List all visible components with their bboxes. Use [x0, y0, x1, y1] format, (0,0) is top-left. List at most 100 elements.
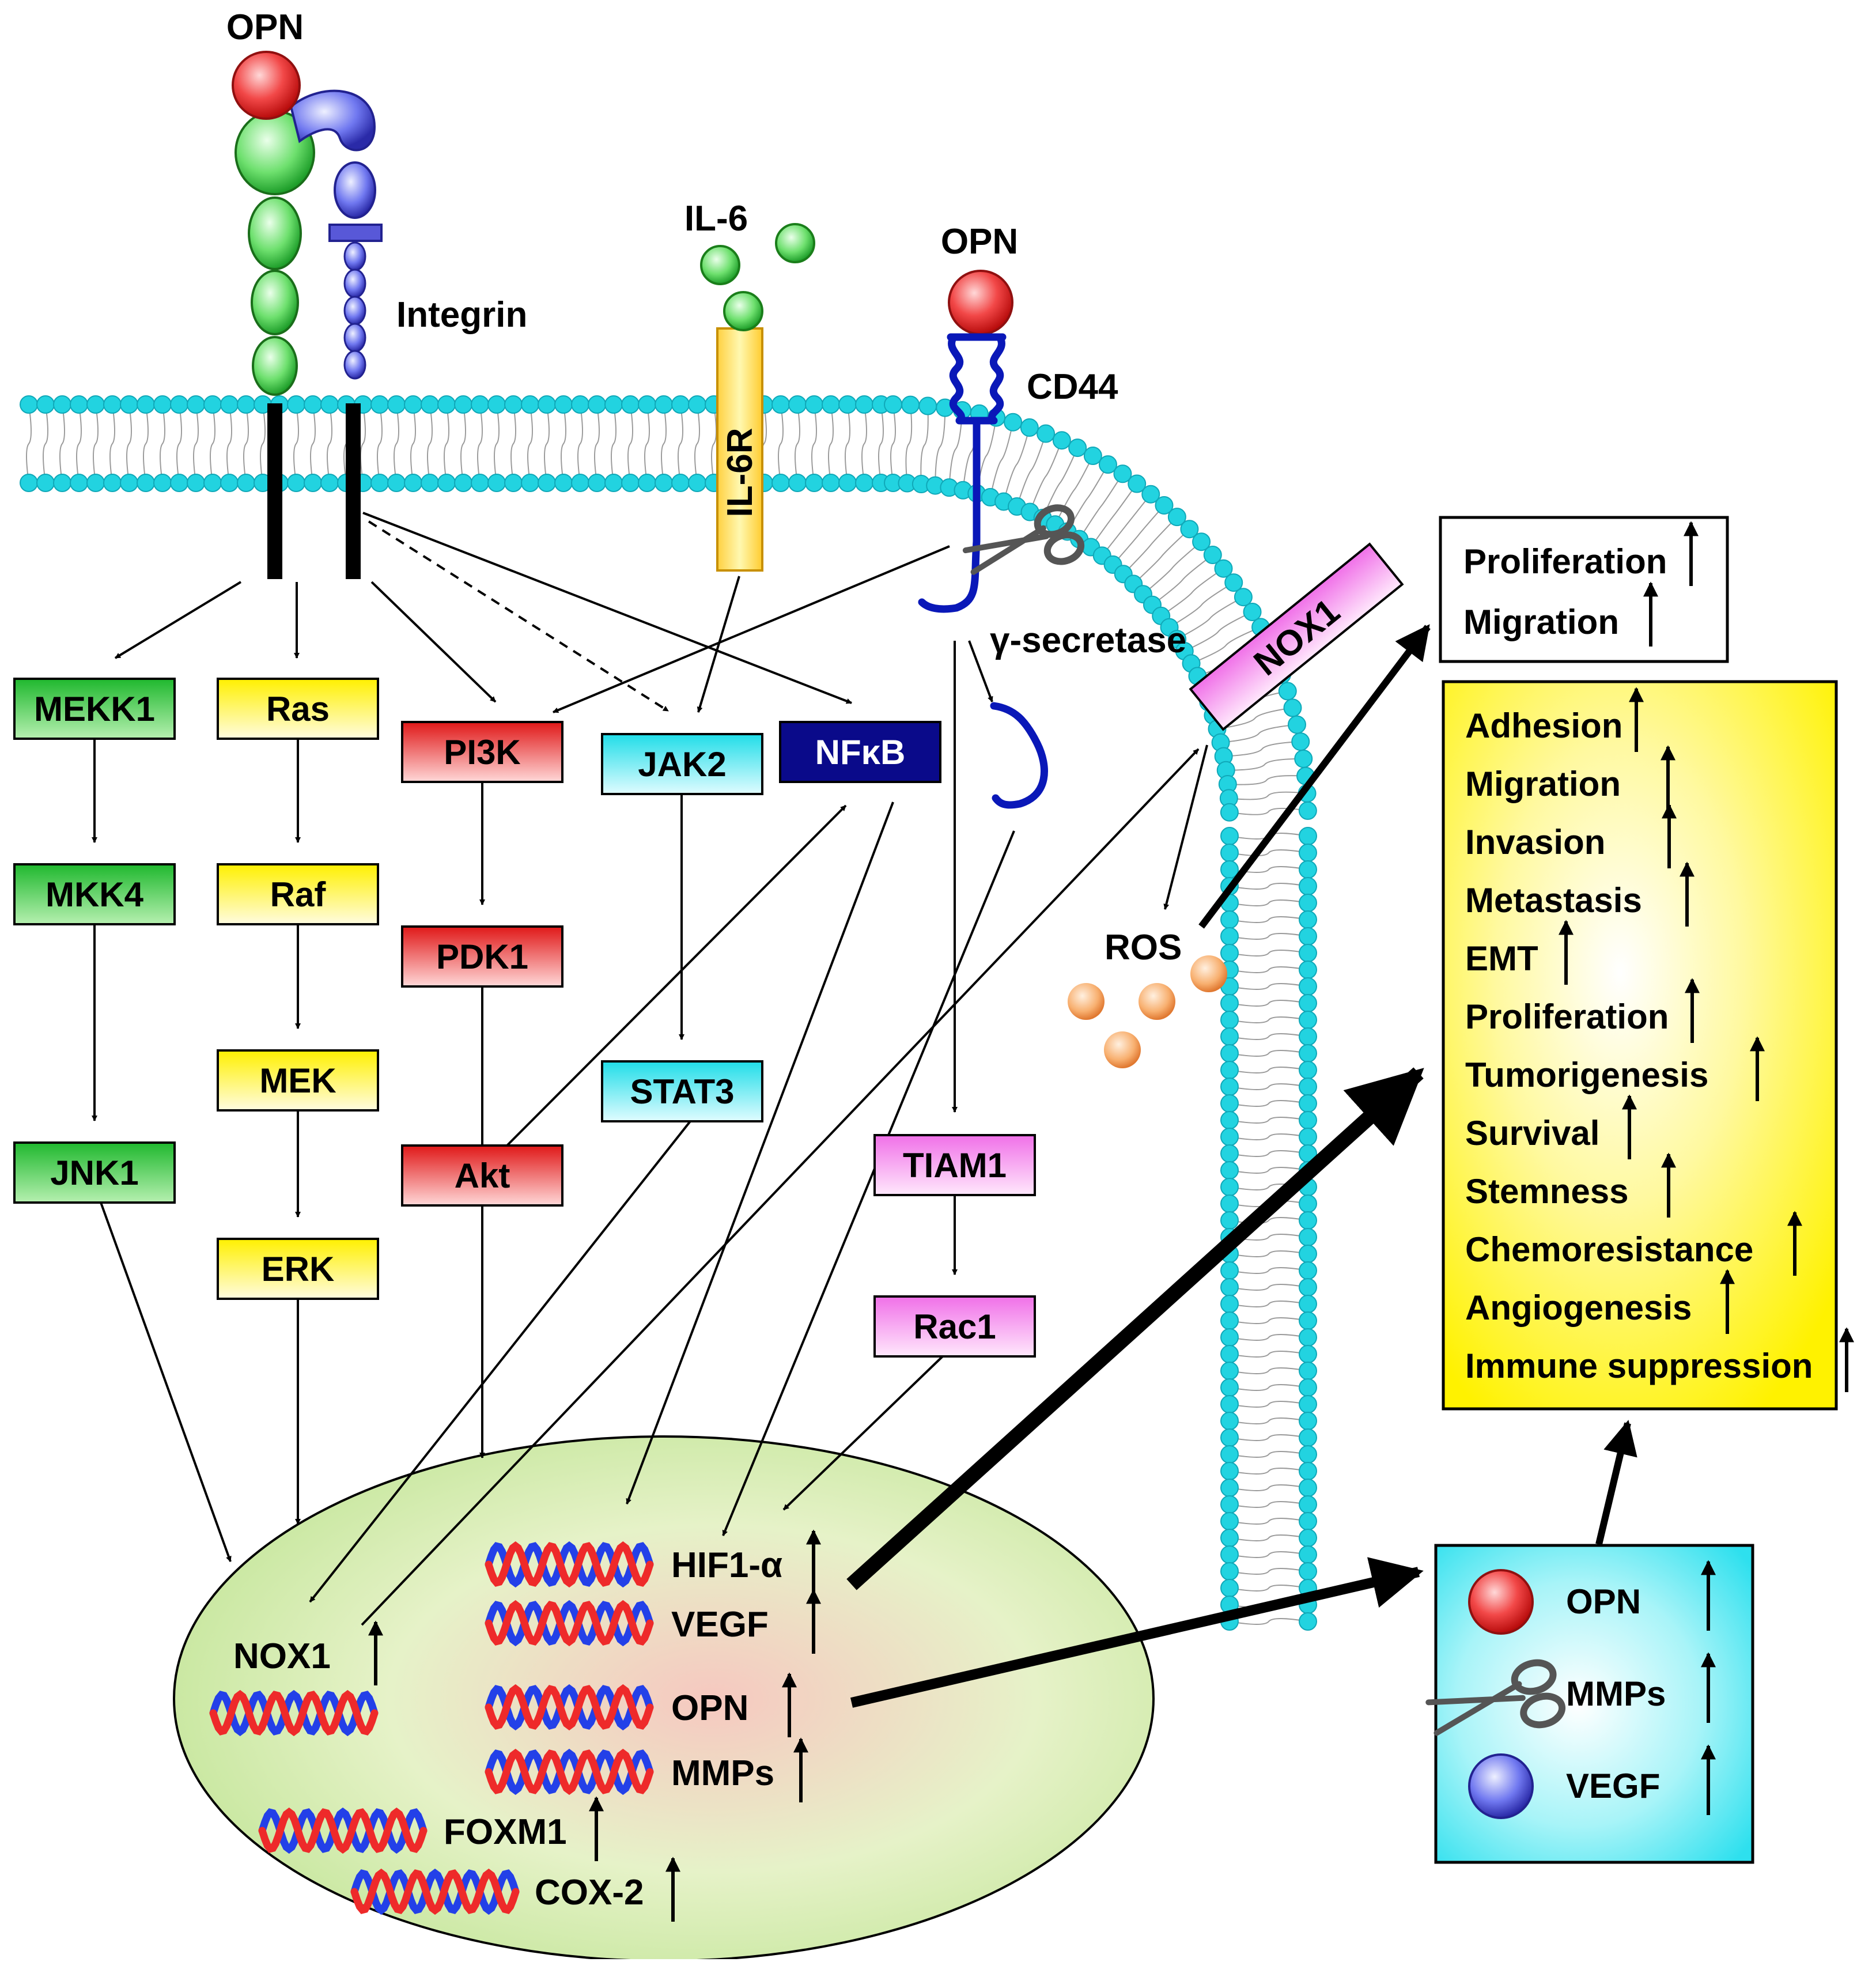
cell-effect-label: Migration — [1465, 765, 1621, 803]
secreted-label: MMPs — [1566, 1674, 1666, 1713]
gamma-secretase-label: γ-secretase — [990, 621, 1186, 660]
il6-label: IL-6 — [684, 199, 748, 239]
box-jak2: JAK2 — [601, 733, 763, 795]
box-mkk4: MKK4 — [13, 863, 176, 925]
gene-hif1a-label: HIF1-α — [671, 1545, 782, 1585]
box-mekk1: MEKK1 — [13, 678, 176, 740]
il6r-bar — [716, 327, 763, 572]
mmp-scissors-icon — [1425, 1659, 1566, 1736]
cd44-label: CD44 — [1027, 367, 1118, 407]
opn-ligand-cd44 — [948, 270, 1013, 335]
pdk1-label: PDK1 — [436, 937, 528, 976]
opn-top-label: OPN — [226, 7, 304, 47]
opn-cd44-label: OPN — [941, 222, 1018, 262]
box-mek: MEK — [217, 1049, 379, 1112]
il6-ligand — [723, 291, 763, 331]
pi3k-label: PI3K — [444, 733, 520, 772]
cell-effect-label: Adhesion — [1465, 706, 1622, 745]
dna-helix-icon — [485, 1684, 654, 1731]
signal-arrow — [370, 581, 497, 703]
gene-cox2-label: COX-2 — [535, 1873, 644, 1912]
integrin-alpha-tail — [267, 403, 282, 579]
rac1-label: Rac1 — [913, 1307, 996, 1346]
integrin-receptor: OPN Integrin — [226, 7, 527, 579]
gene-opn-label: OPN — [671, 1688, 748, 1728]
cell-effect-label: Immune suppression — [1465, 1347, 1813, 1385]
nucleus-to-effects-arrow — [846, 1067, 1424, 1590]
top-effect-label: Proliferation — [1463, 542, 1667, 581]
dna-helix-icon — [209, 1689, 379, 1737]
cd44-chain — [918, 333, 1007, 613]
signal-arrow — [309, 1120, 691, 1603]
cell-effect-label: Invasion — [1465, 823, 1605, 861]
jak2-label: JAK2 — [638, 745, 726, 784]
integrin-beta-tail — [346, 403, 361, 579]
signal-arrow — [626, 802, 894, 1504]
scissors-icon — [962, 504, 1085, 575]
opn-secreted-icon — [1468, 1569, 1534, 1635]
signal-arrow — [100, 1202, 232, 1562]
top-effect-label: Migration — [1463, 603, 1619, 641]
box-rac1: Rac1 — [873, 1295, 1036, 1358]
dna-helix-icon — [485, 1541, 654, 1588]
cell-effect-label: Stemness — [1465, 1172, 1628, 1211]
box-stat3: STAT3 — [601, 1060, 763, 1122]
il6-ligand — [700, 245, 740, 285]
cell-effect-label: Metastasis — [1465, 881, 1642, 920]
signal-arrow — [506, 804, 847, 1147]
signal-arrow — [968, 640, 993, 702]
il6-receptor: IL-6R IL-6 — [684, 199, 815, 572]
akt-label: Akt — [455, 1156, 510, 1195]
box-nfkb: NFκB — [779, 721, 941, 783]
gene-vegf-label: VEGF — [671, 1605, 769, 1645]
box-ras: Ras — [217, 678, 379, 740]
secreted-label: VEGF — [1566, 1767, 1660, 1805]
nucleus-to-secreted-arrow — [850, 1557, 1424, 1708]
cell-effect-label: EMT — [1465, 939, 1538, 978]
box-pdk1: PDK1 — [401, 925, 563, 988]
dna-helix-icon — [350, 1868, 520, 1915]
raf-label: Raf — [270, 875, 327, 914]
cell-membrane — [20, 395, 1317, 1631]
signal-arrow — [553, 545, 950, 713]
cd44-receptor: OPN CD44 γ-secretase — [918, 222, 1186, 809]
secreted-to-effects-arrow — [1595, 1420, 1637, 1545]
nucleus — [173, 1435, 1155, 1962]
cell-effect-label: Tumorigenesis — [1465, 1056, 1708, 1094]
pathway-boxes: MEKK1MKK4JNK1RasRafMEKERKPI3KPDK1AktJAK2… — [13, 678, 1036, 1358]
lipid-tails — [26, 404, 1308, 1625]
signal-arrow — [362, 512, 852, 704]
cell-effect-label: Chemoresistance — [1465, 1230, 1753, 1269]
ros-particle — [1139, 983, 1175, 1020]
box-akt: Akt — [401, 1144, 563, 1207]
gene-mmps-label: MMPs — [671, 1753, 774, 1793]
ras-label: Ras — [266, 690, 330, 728]
gene-nox1-label: NOX1 — [233, 1636, 331, 1676]
signal-arrow — [722, 830, 1015, 1536]
ros-particle — [1190, 955, 1227, 992]
mkk4-label: MKK4 — [46, 875, 144, 914]
box-raf: Raf — [217, 863, 379, 925]
erk-label: ERK — [262, 1250, 335, 1288]
vegf-secreted-icon — [1468, 1753, 1534, 1819]
box-tiam1: TIAM1 — [873, 1134, 1036, 1196]
signal-arrow — [1163, 744, 1208, 910]
signaling-arrows — [92, 512, 1637, 1708]
il6r-label: IL-6R — [720, 428, 760, 517]
ros-molecules: ROS — [1068, 928, 1227, 1068]
opn-ligand-integrin — [232, 51, 301, 120]
signal-arrow — [361, 748, 1200, 1626]
box-erk: ERK — [217, 1238, 379, 1300]
mekk1-label: MEKK1 — [34, 690, 155, 728]
signal-arrow — [782, 1355, 944, 1511]
ros-particle — [1104, 1031, 1141, 1068]
box-pi3k: PI3K — [401, 721, 563, 783]
signal-arrow — [114, 581, 242, 659]
dashed-signal-arrow — [368, 520, 670, 712]
il6-ligand — [775, 223, 815, 263]
cd44-icd-fragment — [990, 702, 1048, 809]
